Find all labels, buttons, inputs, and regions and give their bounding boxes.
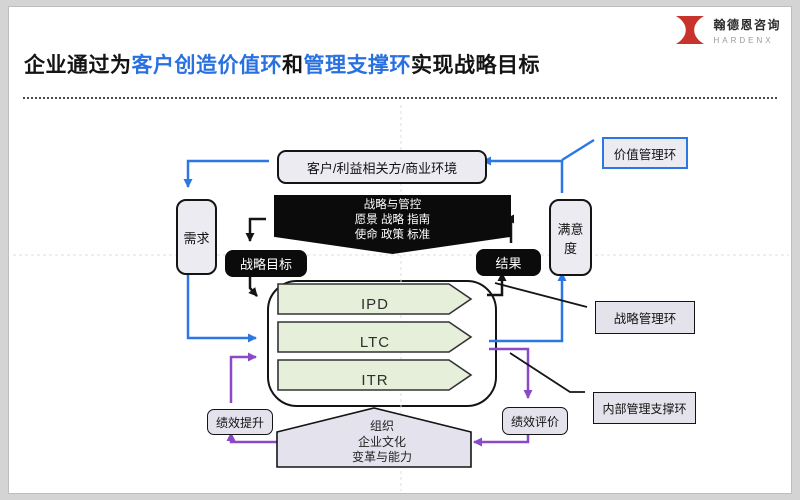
page-title: 企业通过为客户创造价值环和管理支撑环实现战略目标	[24, 49, 540, 79]
value-loop-tag: 价值管理环	[602, 137, 688, 169]
logo: 翰德恩咨询 HARDENX	[676, 15, 781, 45]
organization-shape	[276, 407, 472, 468]
demand-node: 需求	[176, 199, 217, 275]
label-leader-lines	[494, 282, 588, 393]
process-label-itr: ITR	[361, 372, 389, 389]
title-seg-2-accent: 客户创造价值环	[131, 54, 282, 77]
organization-text: 组织 企业文化 变革与能力	[351, 419, 412, 464]
title-seg-4-accent: 管理支撑环	[303, 54, 411, 77]
title-seg-1: 企业通过为	[24, 54, 132, 77]
slide: 企业通过为客户创造价值环和管理支撑环实现战略目标 翰德恩咨询 HARDENX	[8, 6, 792, 494]
process-chevron-ipd	[277, 283, 473, 315]
title-separator	[23, 97, 777, 99]
logo-brand-name: HARDENX	[713, 35, 774, 45]
logo-company-name: 翰德恩咨询	[713, 17, 781, 32]
title-seg-3: 和	[282, 54, 304, 77]
title-seg-5: 实现战略目标	[411, 54, 540, 77]
process-label-ipd: IPD	[360, 296, 389, 313]
performance-improve-node: 绩效提升	[207, 409, 273, 435]
diagram-connectors	[13, 105, 789, 491]
satisfaction-node: 满意度	[549, 199, 592, 276]
hardenx-logo-icon	[676, 16, 705, 44]
process-chevrons	[277, 283, 473, 391]
result-node: 结果	[476, 249, 541, 276]
process-chevron-ltc	[277, 321, 473, 353]
process-chevron-itr	[277, 359, 473, 391]
performance-eval-node: 绩效评价	[502, 407, 568, 435]
environment-box: 客户/利益相关方/商业环境	[277, 150, 487, 184]
value-loop-connectors	[183, 138, 595, 343]
internal-loop-tag: 内部管理支撑环	[593, 392, 696, 424]
strategy-loop-tag: 战略管理环	[595, 301, 695, 334]
strategy-goal-node: 战略目标	[225, 250, 307, 277]
process-label-ltc: LTC	[359, 334, 391, 351]
